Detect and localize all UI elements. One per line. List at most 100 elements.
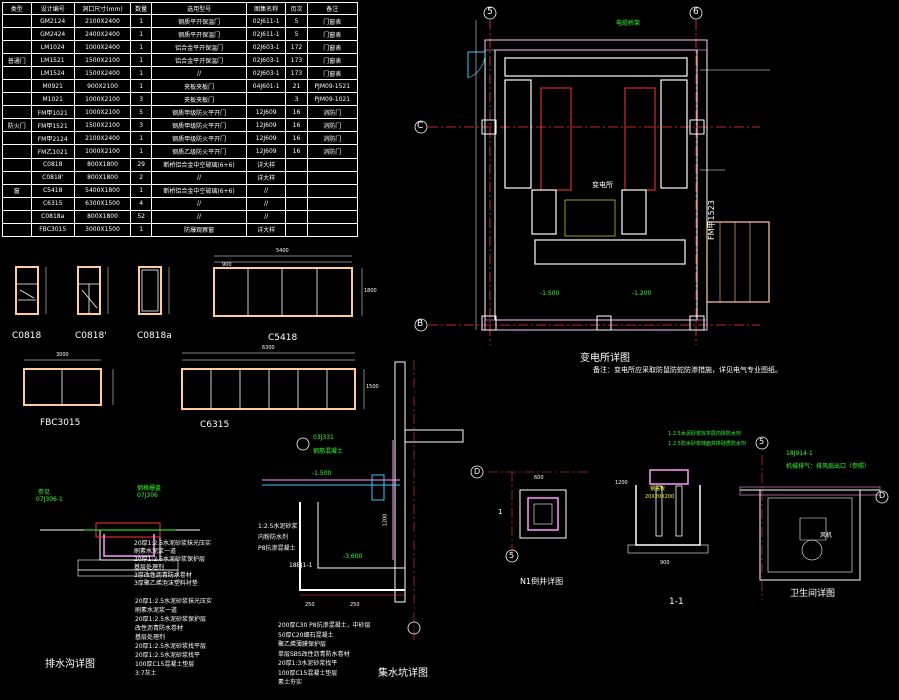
window-elevations [15,266,356,410]
dim-5400: 5400 [276,248,289,254]
pit-level-2: -1.500 [312,470,332,477]
layer-note: 100厚C15混凝土垫层 [278,669,338,677]
schedule-cell: GM2124 [30,13,75,29]
label-fbc3015: FBC3015 [40,418,81,428]
pit-dim-1200: 1200 [382,513,389,527]
window-mullions [16,268,328,409]
layer-note: 20厚1:2.5水泥砂浆抹光压实 [134,540,212,547]
label-c0818p: C0818' [75,331,107,341]
toilet-axis-d: D [879,491,886,500]
substation-plan [428,20,770,345]
n1-axis-5: 5 [509,551,515,560]
section-note-4: 20X20X200 [645,494,675,500]
layer-note: 200厚C30 P8抗渗混凝土，中砂层 [278,622,371,629]
label-c0818: C0818 [12,331,42,341]
schedule-cell: 3 [130,118,153,133]
schedule-cell: 门窗表 [306,13,359,29]
schedule-cell: FBC3015 [30,222,75,238]
substation-note: 备注：变电所应采取防鼠防蛇防渗措施，详见电气专业图纸。 [593,366,782,374]
dim-6300: 6300 [262,345,275,351]
n1-title: N1倒井详图 [520,577,564,586]
substation-room-label: 变电所 [592,181,613,189]
schedule-cell: 1 [130,222,153,238]
label-c5418: C5418 [268,333,298,343]
drain-callout-b: 钢格栅盖 [137,485,162,492]
layer-note: 20厚1:3水泥砂浆找平 [278,660,338,667]
pit-note: 钢筋混凝土 [313,448,344,455]
layer-note: 改性沥青防水卷材 [135,625,184,632]
dim-3000: 3000 [56,352,69,358]
dim-1500: 1500 [366,384,379,390]
axis-b-label: B [417,319,424,329]
section-1-1 [627,469,709,554]
section-dim: 900 [660,560,670,566]
pit-layer-3: P8抗渗混凝土 [258,545,296,552]
toilet-detail [739,455,881,600]
schedule-cell: 1 [130,53,153,68]
schedule-cell: 3000X1500 [73,222,132,238]
window-dimension-lines [24,255,365,409]
section-title: 1-1 [669,597,684,607]
layer-note: 20厚1:2.5水泥砂浆找平层 [135,643,207,650]
layer-note: 100厚C15混凝土垫层 [135,661,195,668]
layer-note: 20厚1:2.5水泥砂浆保护层 [135,616,207,623]
toilet-ref: 18J914-1 [786,450,813,457]
n1-well-detail [488,471,590,560]
window-fbc3015 [23,368,102,406]
drain-detail [40,522,200,577]
section-note-2: 1:2.5防水砂浆抹面并掺硅质防水剂 [668,441,746,447]
layer-note: 3厚聚乙烯泡沫塑料衬垫 [134,580,198,587]
pit-level: -3.600 [343,553,363,560]
substation-level: -1.500 [540,290,560,297]
section-note-3: 钢盖板 [650,486,666,492]
axis-6-label: 6 [693,7,699,17]
dim-1800: 1800 [364,288,377,294]
drain-title: 排水沟详图 [45,659,95,670]
pit-dim-250b: 250 [350,602,360,608]
window-c5418 [213,267,353,317]
substation-top-label: 电缆桥架 [616,20,641,27]
axis-5-label: 5 [487,7,493,17]
schedule-cell: 防爆观察窗 [151,222,247,238]
layer-note: 刷素水泥浆一道 [134,548,177,555]
n1-axis-d: D [474,467,481,476]
layer-note: 20厚1:2.5水泥砂浆保护层 [134,556,206,563]
layer-note: 刷素水泥浆一道 [135,607,178,614]
pit-top-ref: 03J331 [313,434,334,441]
drain-ref: 07J306-1 [36,496,63,503]
layer-note: 聚乙烯薄膜保护层 [278,641,327,648]
schedule-cell: 800X1800 [73,170,132,185]
substation-title: 变电所详图 [580,353,630,364]
section-dim-h: 1200 [615,480,628,486]
pit-detail [262,360,464,640]
axis-c-label: C [417,121,424,131]
schedule-cell: 1 [130,66,153,81]
label-c6315: C6315 [200,420,230,430]
layer-note: 基层处理剂 [134,564,165,571]
toilet-label: 风机 [820,532,833,539]
layer-note: 基层处理剂 [135,634,166,641]
layer-note: 素土夯实 [278,679,303,686]
section-note-1: 1:2.5水泥砂浆找平层内掺防水剂 [668,431,741,437]
pit-layer-2: 内粉防水剂 [258,534,289,541]
window-c0818a [138,266,162,315]
layer-note: 50厚C20细石混凝土 [278,631,334,639]
pit-dim-250: 250 [305,602,315,608]
schedule-cell [306,222,359,238]
layer-note: 3:7灰土 [135,670,157,677]
schedule-cell: 钢质平开保温门 [151,13,247,29]
pit-ref: 18BJ1-1 [289,562,313,569]
n1-dim: 600 [534,475,544,481]
